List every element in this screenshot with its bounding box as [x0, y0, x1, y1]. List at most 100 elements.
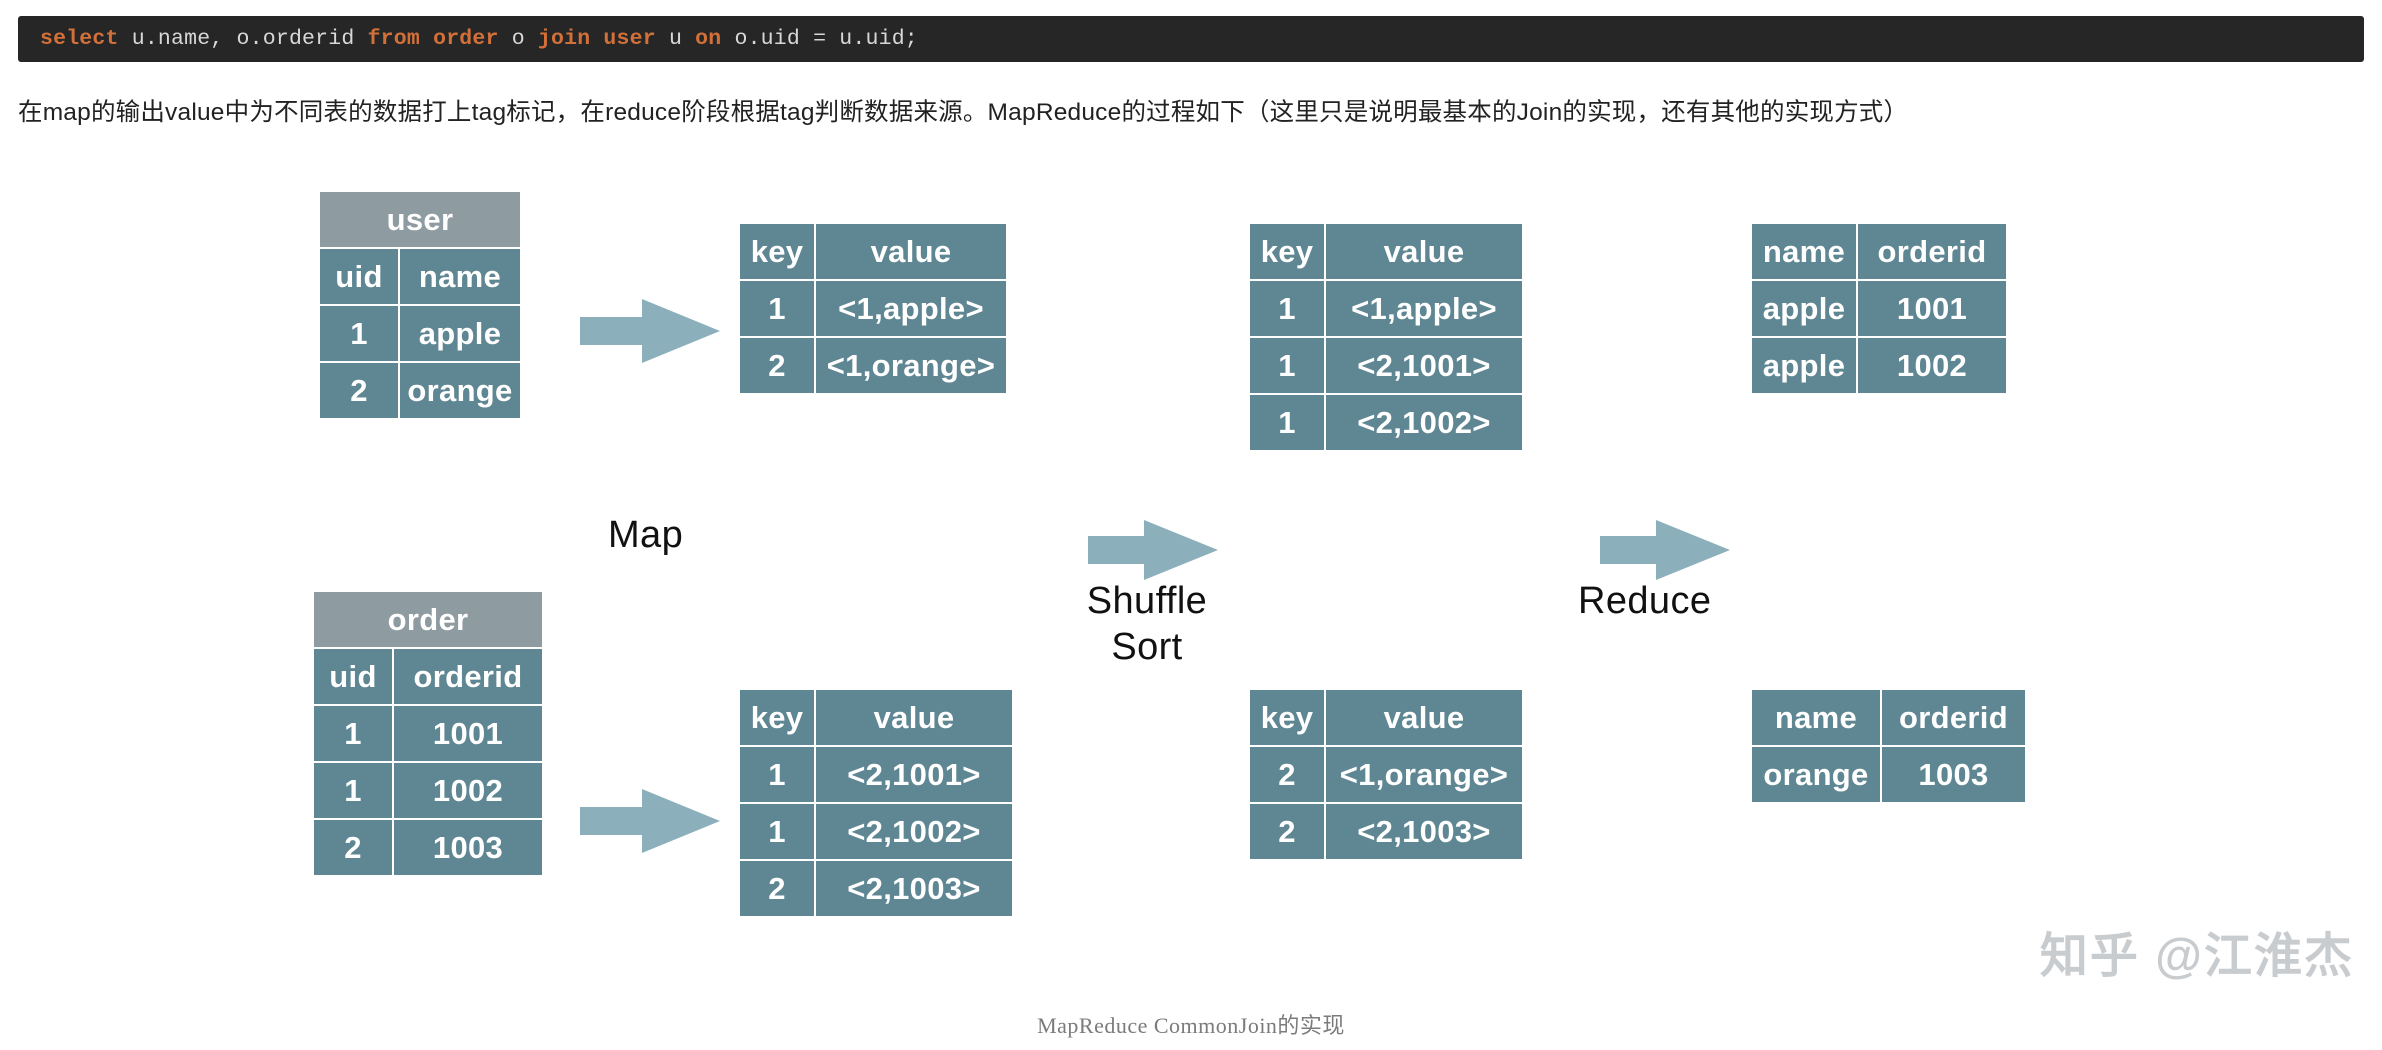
arrow-reduce-icon — [1600, 520, 1730, 580]
shuffle1-header-value: value — [1326, 224, 1522, 279]
table-row: name orderid — [1752, 224, 2006, 279]
order-table-title: order — [314, 592, 542, 647]
table-row: apple 1002 — [1752, 338, 2006, 393]
mapout-user-cell-key: 1 — [740, 281, 814, 336]
sql-condition: o.uid = u.uid; — [721, 27, 918, 51]
order-cell-orderid: 1001 — [394, 706, 542, 761]
mapout-order-cell-value: <2,1002> — [816, 804, 1012, 859]
table-row: key value — [1250, 690, 1522, 745]
mapout-order-cell-value: <2,1001> — [816, 747, 1012, 802]
table-row: 2 <2,1003> — [1250, 804, 1522, 859]
table-reduce-output-1: name orderid apple 1001 apple 1002 — [1750, 222, 2008, 395]
shuffle2-cell-value: <2,1003> — [1326, 804, 1522, 859]
table-row: apple 1001 — [1752, 281, 2006, 336]
shuffle2-cell-value: <1,orange> — [1326, 747, 1522, 802]
sql-alias-u: u — [655, 27, 696, 51]
shuffle1-header-key: key — [1250, 224, 1324, 279]
table-shuffle-output-key1: key value 1 <1,apple> 1 <2,1001> 1 <2,10… — [1248, 222, 1524, 452]
table-row: 1 <2,1002> — [1250, 395, 1522, 450]
sql-keyword-on: on — [695, 27, 722, 51]
table-row: uid name — [320, 249, 520, 304]
sql-keyword-join-user: join user — [537, 27, 656, 51]
user-cell-name: orange — [400, 363, 520, 418]
user-table-title: user — [320, 192, 520, 247]
mapout-order-header-key: key — [740, 690, 814, 745]
zhihu-watermark: 知乎 @江淮杰 — [2039, 930, 2354, 983]
arrow-shuffle-icon — [1088, 520, 1218, 580]
mapout-user-header-key: key — [740, 224, 814, 279]
table-row: order — [314, 592, 542, 647]
reduce2-header-orderid: orderid — [1882, 690, 2025, 745]
shuffle1-cell-value: <2,1001> — [1326, 338, 1522, 393]
shuffle2-header-key: key — [1250, 690, 1324, 745]
table-row: 2 1003 — [314, 820, 542, 875]
shuffle-sort-stage-label: Shuffle Sort — [1086, 580, 1208, 668]
user-cell-name: apple — [400, 306, 520, 361]
table-row: 1 <2,1001> — [1250, 338, 1522, 393]
order-header-orderid: orderid — [394, 649, 542, 704]
user-header-uid: uid — [320, 249, 398, 304]
shuffle1-cell-value: <2,1002> — [1326, 395, 1522, 450]
sql-keyword-from-order: from order — [367, 27, 499, 51]
reduce2-header-name: name — [1752, 690, 1880, 745]
order-cell-uid: 2 — [314, 820, 392, 875]
table-row: 1 <1,apple> — [740, 281, 1006, 336]
mapout-user-cell-value: <1,orange> — [816, 338, 1006, 393]
mapout-user-cell-key: 2 — [740, 338, 814, 393]
sql-alias-o: o — [498, 27, 538, 51]
table-order: order uid orderid 1 1001 1 1002 2 1003 — [312, 590, 544, 877]
table-row: orange 1003 — [1752, 747, 2025, 802]
reduce2-cell-orderid: 1003 — [1882, 747, 2025, 802]
shuffle2-cell-key: 2 — [1250, 747, 1324, 802]
shuffle1-cell-key: 1 — [1250, 338, 1324, 393]
order-cell-uid: 1 — [314, 763, 392, 818]
table-row: 1 apple — [320, 306, 520, 361]
arrow-user-to-map-icon — [580, 299, 720, 363]
table-map-output-order: key value 1 <2,1001> 1 <2,1002> 2 <2,100… — [738, 688, 1014, 918]
table-user: user uid name 1 apple 2 orange — [318, 190, 522, 420]
table-row: 1 1002 — [314, 763, 542, 818]
reduce-stage-label: Reduce — [1578, 580, 1712, 622]
table-row: 1 1001 — [314, 706, 542, 761]
reduce1-cell-orderid: 1002 — [1858, 338, 2006, 393]
table-row: user — [320, 192, 520, 247]
reduce1-header-name: name — [1752, 224, 1856, 279]
table-row: key value — [740, 690, 1012, 745]
description-paragraph: 在map的输出value中为不同表的数据打上tag标记，在reduce阶段根据t… — [18, 99, 1909, 126]
reduce1-header-orderid: orderid — [1858, 224, 2006, 279]
reduce1-cell-orderid: 1001 — [1858, 281, 2006, 336]
order-header-uid: uid — [314, 649, 392, 704]
mapout-order-header-value: value — [816, 690, 1012, 745]
mapout-user-cell-value: <1,apple> — [816, 281, 1006, 336]
user-cell-uid: 1 — [320, 306, 398, 361]
table-row: 2 orange — [320, 363, 520, 418]
table-row: key value — [740, 224, 1006, 279]
figure-caption: MapReduce CommonJoin的实现 — [1037, 1013, 1345, 1038]
table-row: name orderid — [1752, 690, 2025, 745]
reduce2-cell-name: orange — [1752, 747, 1880, 802]
table-row: 1 <1,apple> — [1250, 281, 1522, 336]
mapout-order-cell-value: <2,1003> — [816, 861, 1012, 916]
map-stage-label: Map — [608, 514, 684, 556]
table-shuffle-output-key2: key value 2 <1,orange> 2 <2,1003> — [1248, 688, 1524, 861]
sql-keyword-select: select — [40, 27, 119, 51]
order-cell-orderid: 1003 — [394, 820, 542, 875]
sql-code-line: select u.name, o.orderid from order o jo… — [40, 27, 918, 51]
table-map-output-user: key value 1 <1,apple> 2 <1,orange> — [738, 222, 1008, 395]
sql-code-block: select u.name, o.orderid from order o jo… — [18, 16, 2364, 62]
table-row: 2 <1,orange> — [1250, 747, 1522, 802]
table-row: 1 <2,1001> — [740, 747, 1012, 802]
mapout-user-header-value: value — [816, 224, 1006, 279]
user-header-name: name — [400, 249, 520, 304]
sql-text-columns: u.name, o.orderid — [118, 27, 368, 51]
mapout-order-cell-key: 1 — [740, 804, 814, 859]
table-row: key value — [1250, 224, 1522, 279]
order-cell-uid: 1 — [314, 706, 392, 761]
table-row: 2 <1,orange> — [740, 338, 1006, 393]
table-row: uid orderid — [314, 649, 542, 704]
shuffle1-cell-value: <1,apple> — [1326, 281, 1522, 336]
shuffle2-header-value: value — [1326, 690, 1522, 745]
mapout-order-cell-key: 2 — [740, 861, 814, 916]
table-row: 1 <2,1002> — [740, 804, 1012, 859]
